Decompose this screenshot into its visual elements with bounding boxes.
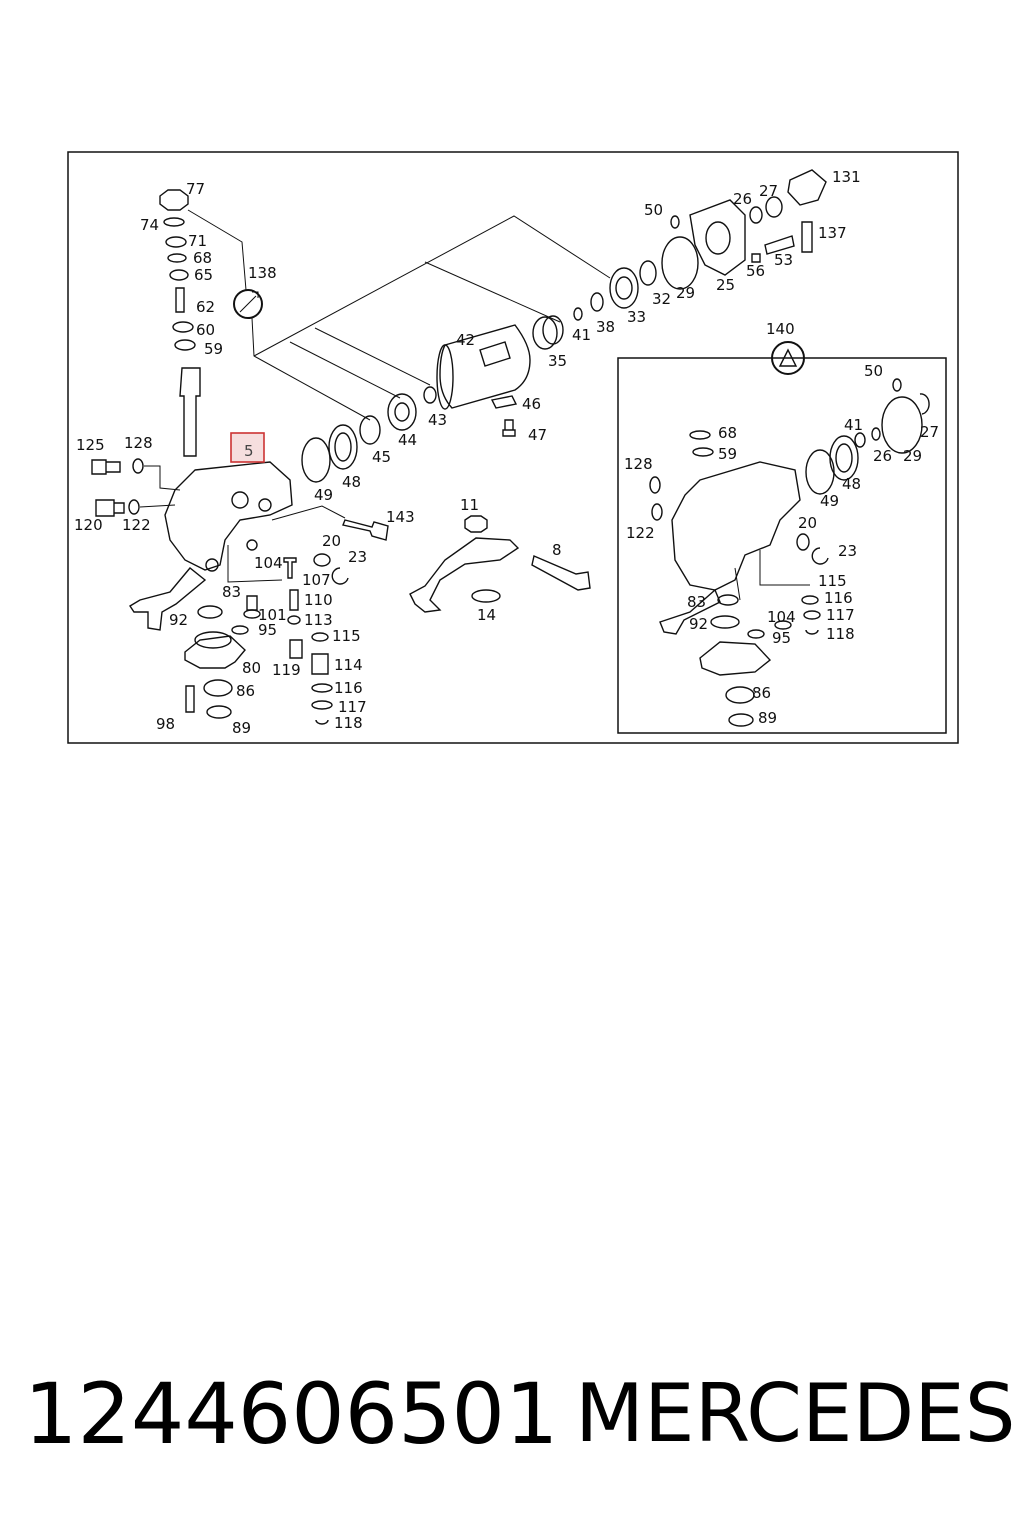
main-callout-29: 29 [676,284,695,302]
main-callout-20: 20 [322,532,341,550]
main-callout-27: 27 [759,182,778,200]
inset-callout-95: 95 [772,629,791,647]
main-callout-113: 113 [304,611,333,629]
main-callout-48: 48 [342,473,361,491]
part-number: 1244606501 [24,1365,559,1463]
main-callout-65: 65 [194,266,213,284]
main-callout-56: 56 [746,262,765,280]
inset-callout-116: 116 [824,589,853,607]
inset-callout-89: 89 [758,709,777,727]
inset-callout-48: 48 [842,475,861,493]
main-callout-138: 138 [248,264,277,282]
inset-callout-86: 86 [752,684,771,702]
highlight-box [230,432,265,463]
main-assembly-drawing [91,169,827,725]
inset-callout-122: 122 [626,524,655,542]
main-callout-114: 114 [334,656,363,674]
inset-callout-115: 115 [818,572,847,590]
main-callout-118: 118 [334,714,363,732]
main-callout-83: 83 [222,583,241,601]
main-callout-116: 116 [334,679,363,697]
main-callout-77: 77 [186,180,205,198]
main-callout-68: 68 [193,249,212,267]
main-callout-50: 50 [644,201,663,219]
inset-callout-27: 27 [920,423,939,441]
main-callout-107: 107 [302,571,331,589]
main-callout-46: 46 [522,395,541,413]
inset-frame [617,357,947,734]
main-callout-35: 35 [548,352,567,370]
main-callout-59: 59 [204,340,223,358]
main-callout-14: 14 [477,606,496,624]
main-callout-122: 122 [122,516,151,534]
diagram-frame [67,151,959,744]
main-callout-23: 23 [348,548,367,566]
inset-callout-117: 117 [826,606,855,624]
main-callout-101: 101 [258,606,287,624]
main-callout-125: 125 [76,436,105,454]
main-callout-115: 115 [332,627,361,645]
main-callout-11: 11 [460,496,479,514]
main-callout-25: 25 [716,276,735,294]
inset-callout-26: 26 [873,447,892,465]
brand-name: MERCEDES [575,1367,1016,1460]
main-callout-80: 80 [242,659,261,677]
inset-callout-41: 41 [844,416,863,434]
inset-callout-83: 83 [687,593,706,611]
main-callout-8: 8 [552,541,562,559]
main-callout-26: 26 [733,190,752,208]
main-callout-43: 43 [428,411,447,429]
main-callout-42: 42 [456,331,475,349]
main-callout-104: 104 [254,554,283,572]
main-callout-60: 60 [196,321,215,339]
main-callout-33: 33 [627,308,646,326]
main-callout-137: 137 [818,224,847,242]
main-callout-32: 32 [652,290,671,308]
main-callout-95: 95 [258,621,277,639]
inset-callout-23: 23 [838,542,857,560]
main-callout-62: 62 [196,298,215,316]
inset-callout-50: 50 [864,362,883,380]
main-callout-44: 44 [398,431,417,449]
main-callout-110: 110 [304,591,333,609]
main-callout-143: 143 [386,508,415,526]
inset-assembly-drawing [649,341,930,727]
footer: 1244606501 MERCEDES [0,1364,1024,1474]
main-callout-119: 119 [272,661,301,679]
inset-callout-68: 68 [718,424,737,442]
inset-callout-128: 128 [624,455,653,473]
main-callout-49: 49 [314,486,333,504]
main-callout-89: 89 [232,719,251,737]
main-callout-45: 45 [372,448,391,466]
inset-callout-49: 49 [820,492,839,510]
main-callout-120: 120 [74,516,103,534]
main-callout-98: 98 [156,715,175,733]
main-callout-74: 74 [140,216,159,234]
main-callout-41: 41 [572,326,591,344]
main-callout-92: 92 [169,611,188,629]
main-callout-86: 86 [236,682,255,700]
main-callout-53: 53 [774,251,793,269]
main-callout-71: 71 [188,232,207,250]
inset-callout-104: 104 [767,608,796,626]
inset-callout-59: 59 [718,445,737,463]
main-callout-131: 131 [832,168,861,186]
highlighted-callout-5: 5 [244,442,254,460]
main-callout-38: 38 [596,318,615,336]
main-callout-47: 47 [528,426,547,444]
inset-callout-20: 20 [798,514,817,532]
inset-callout-118: 118 [826,625,855,643]
inset-callout-29: 29 [903,447,922,465]
inset-callout-140: 140 [766,320,795,338]
main-callout-117: 117 [338,698,367,716]
inset-callout-92: 92 [689,615,708,633]
main-callout-128: 128 [124,434,153,452]
